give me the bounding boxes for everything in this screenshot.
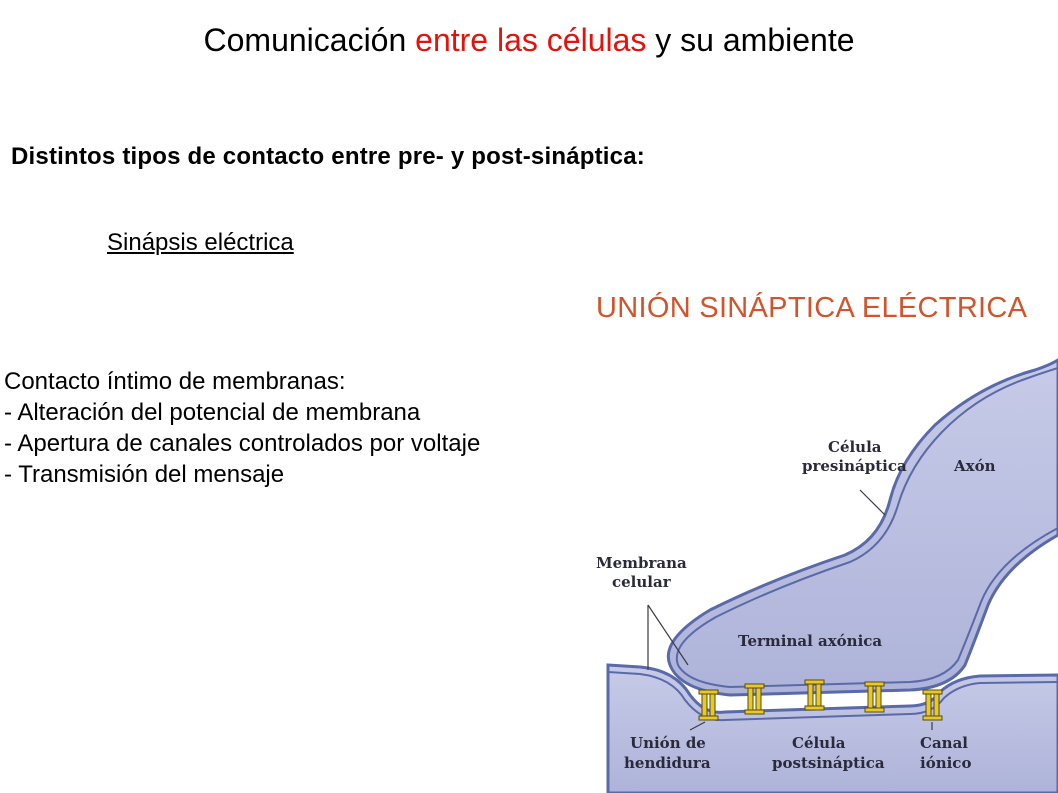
ion-channel-icon	[922, 689, 943, 721]
synapse-diagram: Célula presináptica Axón Membrana celula…	[596, 358, 1058, 793]
slide-title: Comunicación entre las células y su ambi…	[0, 18, 1058, 62]
body-line: Contacto íntimo de membranas:	[4, 368, 346, 395]
label-membrana-2: celular	[612, 573, 672, 591]
body-line: - Alteración del potencial de membrana	[4, 399, 421, 426]
section-heading: Sinápsis eléctrica	[107, 229, 294, 256]
label-canal-1: Canal	[920, 734, 968, 752]
ion-channel-icon	[698, 689, 719, 721]
label-post-1: Célula	[792, 734, 846, 752]
slide-subtitle: Distintos tipos de contacto entre pre- y…	[11, 143, 645, 170]
label-canal-2: iónico	[920, 754, 971, 772]
presynaptic-terminal	[667, 358, 1058, 697]
label-membrana-1: Membrana	[596, 554, 687, 572]
title-part-1: Comunicación	[203, 22, 416, 58]
label-union-2: hendidura	[624, 754, 711, 772]
title-part-3: y su ambiente	[646, 22, 855, 58]
label-union-1: Unión de	[630, 734, 706, 752]
label-axon: Axón	[953, 457, 996, 475]
label-terminal: Terminal axónica	[738, 632, 882, 650]
ion-channel-icon	[864, 681, 885, 713]
figure-title: UNIÓN SINÁPTICA ELÉCTRICA	[596, 292, 1028, 324]
label-post-2: postsináptica	[772, 754, 885, 772]
body-line: - Transmisión del mensaje	[4, 461, 285, 488]
ion-channel-icon	[744, 683, 765, 715]
body-text: Contacto íntimo de membranas: - Alteraci…	[4, 366, 480, 490]
body-line: - Apertura de canales controlados por vo…	[4, 430, 481, 457]
title-part-2-highlight: entre las células	[415, 22, 647, 58]
label-celula-pre-2: presináptica	[802, 457, 907, 475]
label-celula-pre-1: Célula	[828, 438, 882, 456]
ion-channel-icon	[804, 679, 825, 711]
